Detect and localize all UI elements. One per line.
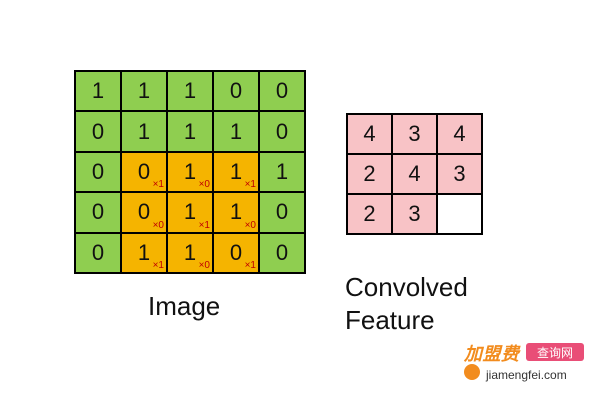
image-cell: 0 [76, 152, 120, 192]
feature-cell [438, 195, 481, 233]
watermark-tag: 查询网 [526, 343, 584, 361]
image-cell-value: 0 [137, 158, 151, 184]
image-cell-value: 0 [275, 78, 289, 104]
image-cell: 1 [168, 72, 212, 111]
image-cell-value: 0 [137, 199, 151, 225]
feature-cell: 3 [438, 155, 481, 193]
image-cell-value: 0 [229, 239, 243, 265]
image-cell-value: 1 [137, 118, 151, 144]
kernel-weight: ×1 [244, 179, 256, 191]
kernel-weight: ×0 [198, 179, 210, 191]
kernel-weight: ×1 [152, 259, 164, 271]
image-cell: 1×1 [168, 193, 212, 232]
image-cell: 1×1 [122, 233, 166, 272]
image-cell: 0×1 [214, 233, 258, 272]
image-cell: 1 [122, 72, 166, 111]
image-cell: 1 [214, 112, 258, 151]
image-cell-value: 1 [183, 158, 197, 184]
feature-cell: 4 [348, 115, 391, 153]
watermark-logo: 加盟费 查询网 jiamengfei.com [440, 336, 600, 392]
kernel-weight: ×1 [152, 179, 164, 191]
image-cell-value: 1 [91, 78, 105, 104]
image-cell: 1 [122, 112, 166, 151]
image-cell: 1×0 [168, 152, 212, 192]
image-cell-value: 0 [91, 199, 105, 225]
image-cell: 0 [260, 193, 304, 232]
image-cell: 1 [260, 152, 304, 192]
image-cell-value: 1 [137, 239, 151, 265]
image-cell: 0 [260, 233, 304, 272]
kernel-weight: ×0 [152, 219, 164, 231]
kernel-weight: ×0 [244, 219, 256, 231]
image-cell: 1 [76, 72, 120, 111]
kernel-weight: ×1 [198, 219, 210, 231]
image-cell: 0 [214, 72, 258, 111]
image-cell-value: 1 [183, 239, 197, 265]
image-cell: 0×0 [122, 193, 166, 232]
image-cell: 1×1 [214, 152, 258, 192]
convolved-feature-caption-text: Convolved Feature [345, 272, 468, 335]
image-cell-value: 0 [229, 78, 243, 104]
image-cell-value: 0 [275, 199, 289, 225]
watermark-url: jiamengfei.com [486, 368, 567, 382]
image-cell-value: 1 [183, 118, 197, 144]
image-cell-value: 1 [229, 158, 243, 184]
image-cell-value: 1 [183, 199, 197, 225]
image-cell: 0 [76, 112, 120, 151]
image-cell: 0 [260, 112, 304, 151]
image-cell: 0 [260, 72, 304, 111]
image-cell-value: 0 [91, 158, 105, 184]
image-cell-value: 0 [91, 239, 105, 265]
image-cell: 0 [76, 233, 120, 272]
feature-cell: 4 [393, 155, 436, 193]
image-cell: 1×0 [168, 233, 212, 272]
image-cell: 1 [168, 112, 212, 151]
image-cell-value: 0 [275, 118, 289, 144]
watermark-brand: 加盟费 [464, 344, 520, 364]
kernel-weight: ×0 [198, 259, 210, 271]
image-cell-value: 1 [137, 78, 151, 104]
image-cell-value: 1 [229, 118, 243, 144]
image-cell-value: 1 [275, 158, 289, 184]
image-cell-value: 1 [229, 199, 243, 225]
feature-cell: 2 [348, 195, 391, 233]
kernel-weight: ×1 [244, 259, 256, 271]
feature-cell: 3 [393, 195, 436, 233]
feature-cell: 3 [393, 115, 436, 153]
image-cell: 0×1 [122, 152, 166, 192]
image-cell: 0 [76, 193, 120, 232]
feature-cell: 4 [438, 115, 481, 153]
image-cell: 1×0 [214, 193, 258, 232]
image-cell-value: 1 [183, 78, 197, 104]
image-caption: Image [148, 291, 221, 321]
search-icon [464, 364, 480, 380]
convolved-feature-caption: Convolved Feature [345, 271, 525, 336]
feature-cell: 2 [348, 155, 391, 193]
image-cell-value: 0 [91, 118, 105, 144]
image-cell-value: 0 [275, 239, 289, 265]
